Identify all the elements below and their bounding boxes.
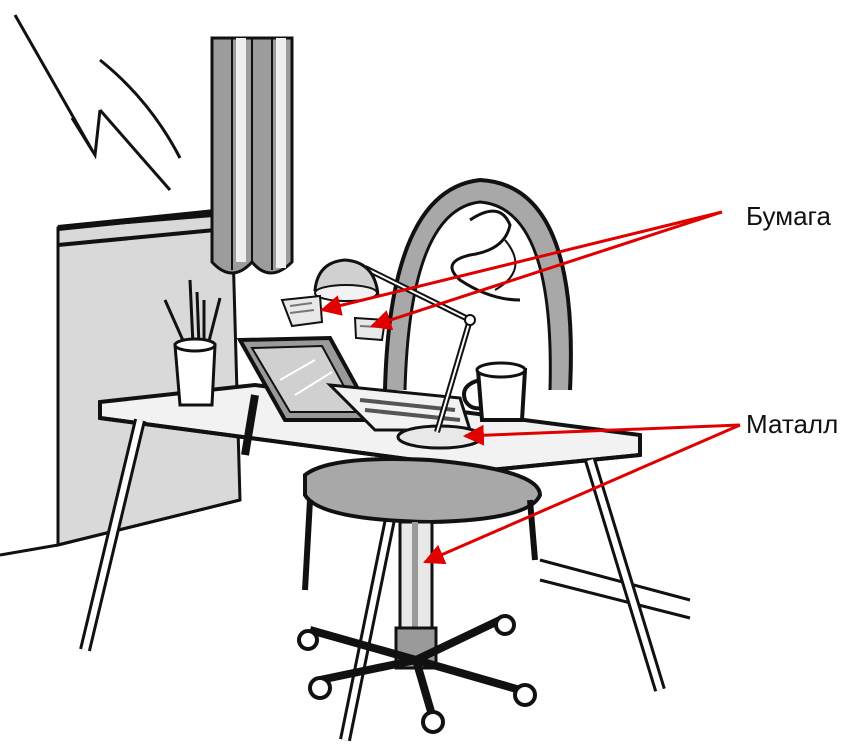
light-rays <box>15 15 180 190</box>
chair-back <box>385 180 571 390</box>
label-paper: Бумага <box>746 203 831 229</box>
label-metal: Маталл <box>746 411 838 437</box>
paper-notes <box>282 296 385 340</box>
chair-seat-and-base <box>299 459 540 732</box>
curtain <box>212 38 292 273</box>
